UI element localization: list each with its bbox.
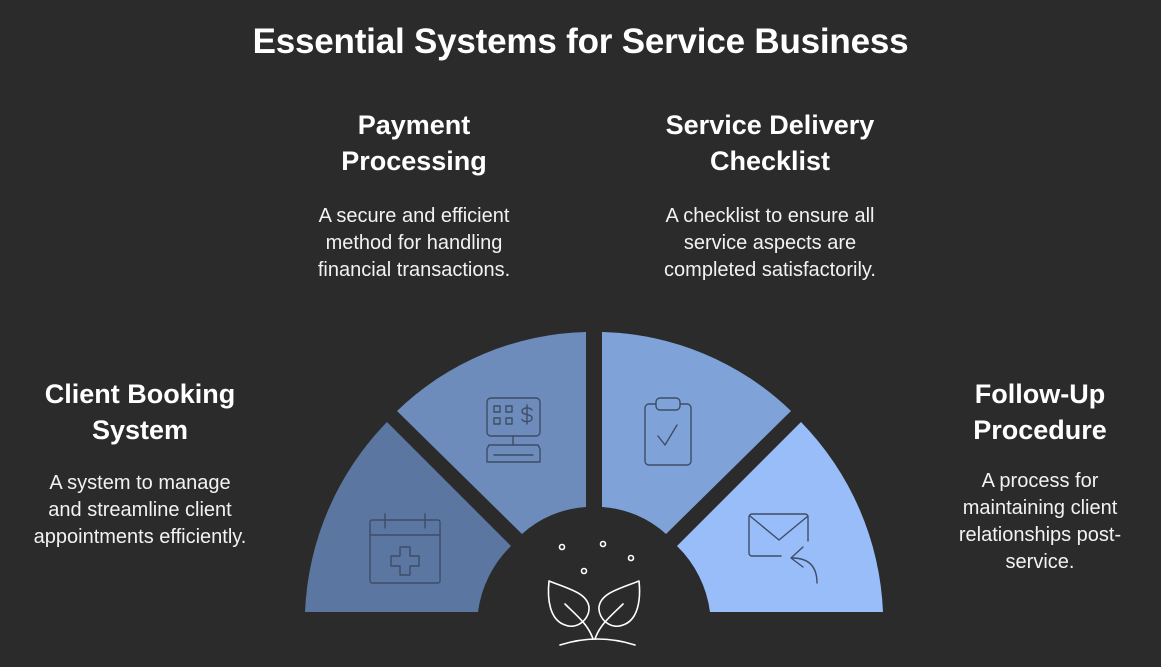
- desc-line: A checklist to ensure all: [665, 205, 875, 227]
- payment-processing-segment: [397, 332, 586, 534]
- client-booking-description: A system to manage and streamline client…: [10, 470, 270, 551]
- desc-line: maintaining client: [962, 497, 1118, 519]
- service-delivery-segment: [602, 332, 791, 534]
- heading-line: Payment: [357, 110, 471, 140]
- payment-processing-block: Payment Processing A secure and efficien…: [284, 107, 544, 284]
- heading-line: System: [91, 415, 189, 445]
- desc-line: method for handling: [325, 232, 503, 254]
- heading-line: Service Delivery: [665, 110, 875, 140]
- desc-line: completed satisfactorily.: [664, 259, 876, 281]
- payment-processing-description: A secure and efficient method for handli…: [284, 203, 544, 284]
- service-delivery-description: A checklist to ensure all service aspect…: [630, 203, 910, 284]
- client-booking-heading: Client Booking System: [10, 376, 270, 448]
- client-booking-block: Client Booking System A system to manage…: [10, 376, 270, 551]
- desc-line: service aspects are: [683, 232, 857, 254]
- client-booking-segment: [305, 422, 511, 612]
- heading-line: Checklist: [709, 146, 831, 176]
- follow-up-segment: [677, 422, 883, 612]
- page-title: Essential Systems for Service Business: [252, 22, 909, 61]
- desc-line: A system to manage: [49, 472, 231, 494]
- calendar-medical-icon: [369, 513, 441, 584]
- heading-line: Follow-Up: [974, 379, 1106, 409]
- desc-line: service.: [1005, 551, 1075, 573]
- sprout-seeds-icon: [547, 540, 641, 646]
- desc-line: appointments efficiently.: [33, 526, 247, 548]
- heading-line: Client Booking: [44, 379, 236, 409]
- cash-register-icon: [486, 397, 541, 463]
- desc-line: financial transactions.: [317, 259, 511, 281]
- heading-line: Procedure: [973, 415, 1107, 445]
- payment-processing-heading: Payment Processing: [284, 107, 544, 179]
- follow-up-description: A process for maintaining client relatio…: [930, 468, 1150, 576]
- service-delivery-block: Service Delivery Checklist A checklist t…: [630, 107, 910, 284]
- desc-line: relationships post-: [958, 524, 1122, 546]
- follow-up-block: Follow-Up Procedure A process for mainta…: [930, 376, 1150, 576]
- desc-line: A secure and efficient: [318, 205, 510, 227]
- mail-reply-icon: [748, 513, 818, 584]
- service-delivery-heading: Service Delivery Checklist: [630, 107, 910, 179]
- desc-line: A process for: [981, 470, 1099, 492]
- desc-line: and streamline client: [48, 499, 232, 521]
- clipboard-check-icon: [644, 397, 692, 466]
- heading-line: Processing: [341, 146, 487, 176]
- follow-up-heading: Follow-Up Procedure: [930, 376, 1150, 448]
